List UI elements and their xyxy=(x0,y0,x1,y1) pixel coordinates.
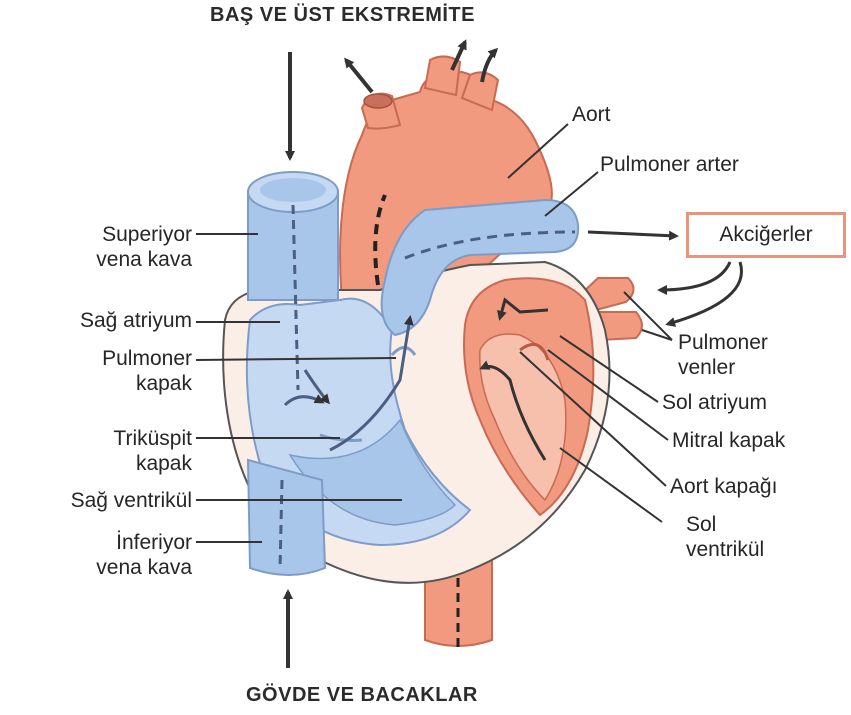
superior-vena-cava-opening xyxy=(260,178,326,202)
label-aort: Aort xyxy=(572,102,611,127)
inferior-vena-cava xyxy=(248,460,325,575)
label-aort-kapagi: Aort kapağı xyxy=(670,474,777,499)
title-trunk-legs: GÖVDE VE BACAKLAR xyxy=(246,684,478,707)
aortic-branch-opening xyxy=(364,94,392,108)
arrow-to-lungs xyxy=(588,232,676,236)
label-sol-atriyum: Sol atriyum xyxy=(662,390,767,415)
arrow-lungs-to-vein-upper xyxy=(660,262,730,290)
lungs-box: Akciğerler xyxy=(686,212,846,258)
arrow-lungs-to-vein-lower xyxy=(668,262,742,324)
arrow-aorta-left xyxy=(346,60,372,92)
label-mitral-kapak: Mitral kapak xyxy=(672,428,785,453)
label-sag-atriyum: Sağ atriyum xyxy=(8,308,192,333)
label-sag-ventrikul: Sağ ventrikül xyxy=(4,488,192,513)
label-pulmoner-arter: Pulmoner arter xyxy=(600,152,739,177)
title-head-upper-extremity: BAŞ VE ÜST EKSTREMİTE xyxy=(210,4,475,27)
